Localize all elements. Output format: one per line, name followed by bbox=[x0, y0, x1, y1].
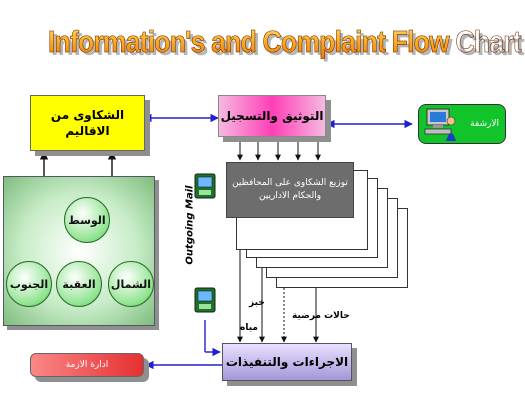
region-aqaba-label: العقبة bbox=[62, 277, 96, 291]
mail-terminal-icon bbox=[193, 172, 217, 200]
region-south-label: الجنوب bbox=[9, 277, 49, 291]
regional-complaints-label: الشكاوى من الاقاليم bbox=[50, 108, 125, 138]
crisis-management-label: ادارة الازمة bbox=[65, 360, 109, 370]
regions-panel: الوسط الجنوب العقبة الشمال bbox=[3, 176, 155, 326]
category-medical: حالات مرضية bbox=[292, 311, 350, 321]
distribution-label: توزيع الشكاوى على المحافظين والحكام الاد… bbox=[232, 178, 348, 201]
region-center: الوسط bbox=[64, 197, 110, 243]
guidance-box: الارشفة bbox=[418, 104, 506, 144]
mail-terminal-icon bbox=[193, 286, 217, 314]
region-north-label: الشمال bbox=[110, 277, 152, 291]
procedures-box: الاجراءات والتنفيذات bbox=[222, 343, 352, 381]
crisis-management-box: ادارة الازمة bbox=[30, 353, 144, 377]
computer-user-icon bbox=[423, 107, 457, 143]
category-bread: خبز bbox=[249, 298, 265, 308]
regional-complaints-box: الشكاوى من الاقاليم bbox=[30, 95, 145, 151]
region-center-label: الوسط bbox=[68, 213, 106, 227]
documentation-box: التوثيق والتسجيل bbox=[218, 95, 326, 137]
guidance-label: الارشفة bbox=[470, 119, 499, 129]
region-south: الجنوب bbox=[6, 261, 52, 307]
page-title: Information's and Complaint Flow Chart bbox=[48, 20, 522, 64]
page-title-shadow: Information's and Complaint Flow Chart bbox=[51, 27, 525, 62]
region-north: الشمال bbox=[108, 261, 154, 307]
documentation-label: التوثيق والتسجيل bbox=[220, 109, 324, 123]
region-aqaba: العقبة bbox=[56, 261, 102, 307]
distribution-box: توزيع الشكاوى على المحافظين والحكام الاد… bbox=[226, 162, 354, 218]
category-water: مياه bbox=[240, 323, 258, 333]
procedures-label: الاجراءات والتنفيذات bbox=[225, 355, 349, 369]
